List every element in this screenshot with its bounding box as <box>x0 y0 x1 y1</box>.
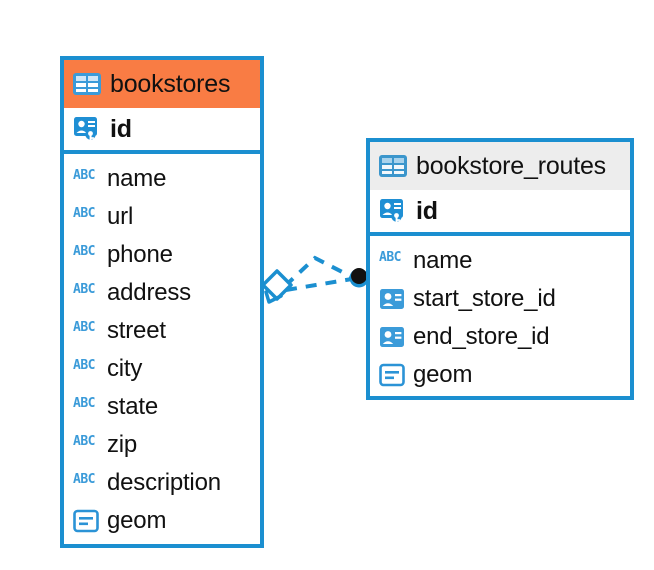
field-label: zip <box>107 431 138 458</box>
field-label: start_store_id <box>413 285 556 312</box>
primary-key-icon <box>73 115 101 143</box>
field-row-name[interactable]: ABC name <box>64 160 260 198</box>
geometry-icon <box>73 509 99 533</box>
field-label: phone <box>107 241 173 268</box>
geometry-icon <box>379 363 405 387</box>
field-list-bookstore-routes: ABC name start_store_id <box>370 236 630 398</box>
field-label: id <box>416 196 438 225</box>
primary-key-icon <box>379 197 407 225</box>
foreign-key-icon <box>379 286 405 312</box>
field-row-state[interactable]: ABC state <box>64 388 260 426</box>
field-label: description <box>107 469 221 496</box>
field-row-primary-key[interactable]: id <box>370 190 630 236</box>
foreign-key-icon <box>379 324 405 350</box>
field-label: id <box>110 114 132 143</box>
entity-header-bookstore-routes[interactable]: bookstore_routes <box>370 142 630 190</box>
entity-header-bookstores[interactable]: bookstores <box>64 60 260 108</box>
abc-icon: ABC <box>73 472 95 487</box>
field-label: url <box>107 203 134 230</box>
relationship-diamond-marker <box>261 269 293 304</box>
table-icon <box>379 155 407 177</box>
field-label: city <box>107 355 143 382</box>
field-row-description[interactable]: ABC description <box>64 464 260 502</box>
field-row-geom[interactable]: geom <box>370 356 630 394</box>
field-label: name <box>107 165 167 192</box>
entity-title: bookstores <box>110 69 231 98</box>
field-list-bookstores: ABC name ABC url ABC phone ABC address A… <box>64 154 260 544</box>
field-row-name[interactable]: ABC name <box>370 242 630 280</box>
field-row-primary-key[interactable]: id <box>64 108 260 154</box>
abc-icon: ABC <box>73 358 95 373</box>
abc-icon: ABC <box>73 434 95 449</box>
field-label: geom <box>107 507 167 534</box>
field-row-address[interactable]: ABC address <box>64 274 260 312</box>
field-label: address <box>107 279 191 306</box>
table-icon <box>73 73 101 95</box>
relationship-line-upper <box>283 255 353 288</box>
field-row-zip[interactable]: ABC zip <box>64 426 260 464</box>
field-row-end-store-id[interactable]: end_store_id <box>370 318 630 356</box>
field-row-street[interactable]: ABC street <box>64 312 260 350</box>
field-row-city[interactable]: ABC city <box>64 350 260 388</box>
abc-icon: ABC <box>379 250 401 265</box>
abc-icon: ABC <box>73 168 95 183</box>
field-label: name <box>413 247 473 274</box>
abc-icon: ABC <box>73 244 95 259</box>
field-label: geom <box>413 361 473 388</box>
field-row-geom[interactable]: geom <box>64 502 260 540</box>
field-row-url[interactable]: ABC url <box>64 198 260 236</box>
field-label: end_store_id <box>413 323 550 350</box>
field-label: state <box>107 393 159 420</box>
abc-icon: ABC <box>73 206 95 221</box>
abc-icon: ABC <box>73 396 95 411</box>
entity-table-bookstore-routes[interactable]: bookstore_routes id ABC <box>366 138 634 400</box>
abc-icon: ABC <box>73 320 95 335</box>
field-row-phone[interactable]: ABC phone <box>64 236 260 274</box>
field-label: street <box>107 317 166 344</box>
relationship-line-lower <box>285 277 353 292</box>
entity-title: bookstore_routes <box>416 151 606 180</box>
abc-icon: ABC <box>73 282 95 297</box>
entity-table-bookstores[interactable]: bookstores id ABC <box>60 56 264 548</box>
field-row-start-store-id[interactable]: start_store_id <box>370 280 630 318</box>
